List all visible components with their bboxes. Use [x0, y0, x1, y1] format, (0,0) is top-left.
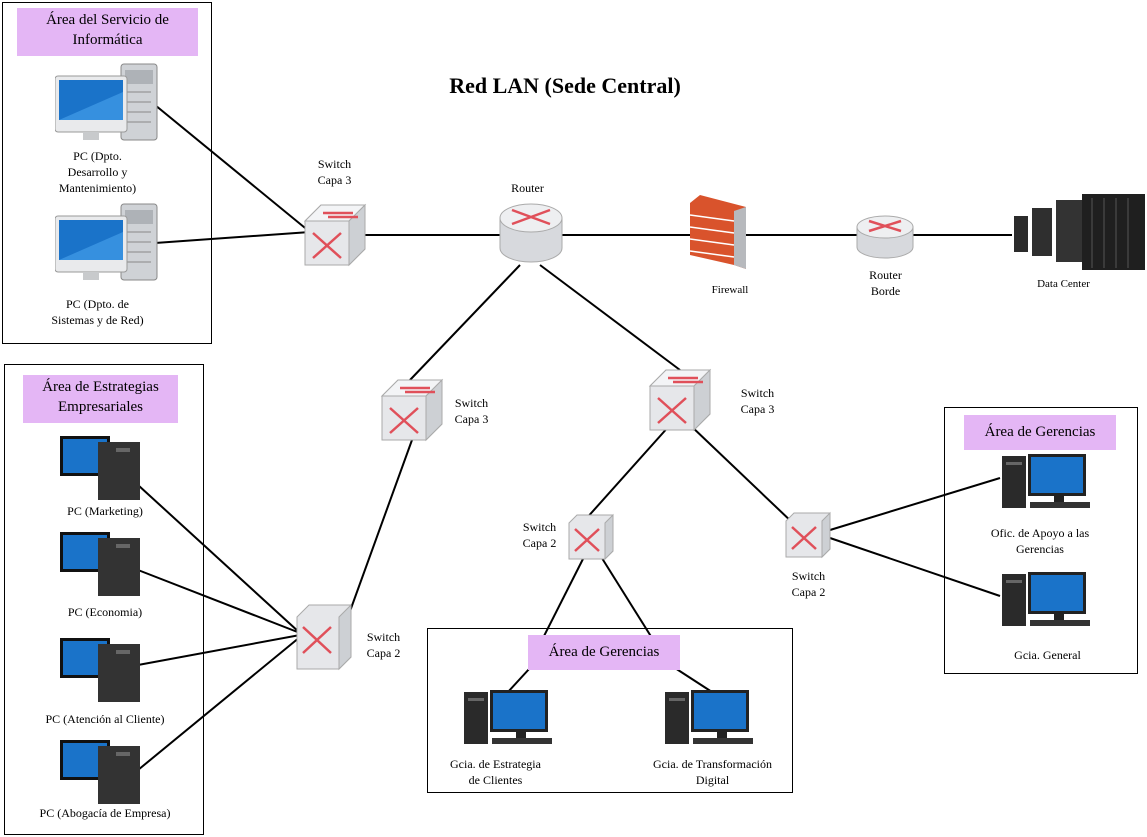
switch-l3-icon	[380, 378, 444, 442]
desktop-pc-icon	[464, 690, 552, 744]
label-gcia-general: Gcia. General	[1014, 648, 1081, 662]
switch-l3-icon	[648, 368, 712, 432]
label-gcia-transformacion: Gcia. de Transformación Digital	[653, 757, 772, 787]
label-router: Router	[511, 181, 544, 195]
label-pc-desarrollo: PC (Dpto. Desarrollo y Mantenimiento)	[58, 149, 137, 195]
label-pc-economia: PC (Economia)	[67, 605, 143, 619]
area-estrategias-box	[4, 364, 204, 835]
imac-workstation-icon	[55, 203, 158, 281]
data-center-icon	[1014, 194, 1145, 270]
desktop-pc-icon	[1002, 454, 1090, 508]
area-label-informatica: Área del Servicio de Informática	[17, 8, 198, 56]
label-pc-marketing: PC (Marketing)	[67, 504, 143, 518]
label-switch-mid-right: Switch Capa 3	[740, 386, 775, 416]
area-label-gerencias-bottom: Área de Gerencias	[528, 635, 680, 670]
label-pc-sistemas: PC (Dpto. de Sistemas y de Red)	[51, 297, 144, 327]
router-borde-icon	[856, 215, 914, 259]
router-icon	[499, 203, 563, 263]
area-label-estrategias: Área de Estrategias Empresariales	[23, 375, 178, 423]
area-gerencias-right-box	[944, 407, 1138, 674]
label-router-borde: Router Borde	[869, 268, 902, 298]
label-switch-l2-right: Switch Capa 2	[791, 569, 826, 599]
label-firewall: Firewall	[711, 284, 749, 296]
label-switch-top: Switch Capa 3	[317, 157, 352, 187]
switch-l2-icon	[785, 511, 831, 559]
area-gerencias-bottom-box	[427, 628, 793, 793]
switch-l2-icon	[568, 513, 614, 561]
imac-workstation-icon	[55, 63, 158, 141]
diagram-title: Red LAN (Sede Central)	[449, 73, 681, 98]
label-data-center: Data Center	[1037, 278, 1090, 290]
label-switch-l2-center: Switch Capa 2	[522, 520, 557, 550]
desktop-pc-icon	[60, 740, 140, 804]
desktop-pc-icon	[60, 436, 140, 500]
desktop-pc-icon	[60, 638, 140, 702]
area-informatica-box	[2, 2, 212, 344]
label-pc-abogacia: PC (Abogacía de Empresa)	[39, 806, 171, 820]
switch-l3-icon	[303, 203, 367, 267]
label-switch-mid-left: Switch Capa 3	[454, 396, 489, 426]
switch-l2-icon	[296, 603, 352, 671]
desktop-pc-icon	[665, 690, 753, 744]
label-gcia-estrategia: Gcia. de Estrategia de Clientes	[450, 757, 541, 787]
label-ofic-apoyo: Ofic. de Apoyo a las Gerencias	[990, 526, 1090, 556]
desktop-pc-icon	[60, 532, 140, 596]
desktop-pc-icon	[1002, 572, 1090, 626]
firewall-icon	[689, 195, 746, 269]
area-label-gerencias-right: Área de Gerencias	[964, 415, 1116, 450]
label-switch-l2-left: Switch Capa 2	[366, 630, 401, 660]
label-pc-atencion: PC (Atención al Cliente)	[45, 712, 165, 726]
